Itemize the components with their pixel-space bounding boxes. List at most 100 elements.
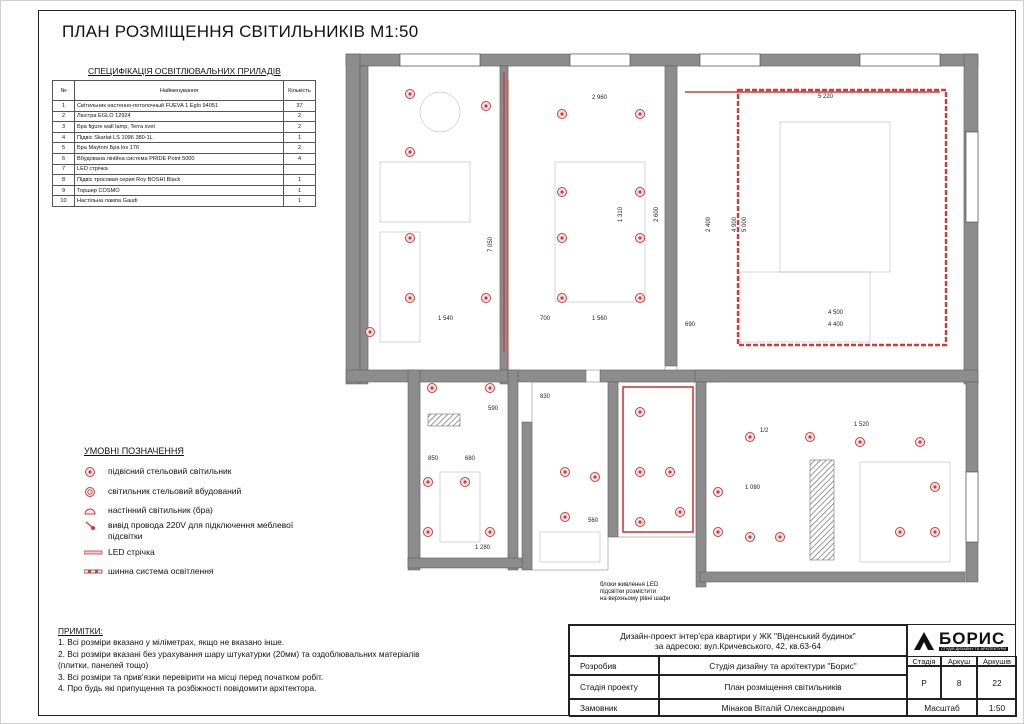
wire-outlet-icon [85,521,95,530]
logo-subtitle: СТУДІЯ ДИЗАЙНУ ТА АРХІТЕКТУРИ [939,646,1008,651]
lamp-center-dot [593,475,597,479]
lamp-center-dot [560,296,564,300]
spec-cell-name: LED стрічка [74,163,284,176]
dimension-label: 2 400 [706,216,712,232]
dimension-label: 7 050 [488,236,494,252]
note-line: 3. Всі розміри та прив'язки перевірити н… [58,671,324,682]
sheet-header: Аркуш [941,656,977,666]
project-line: Дизайн-проект інтер'єра квартири у ЖК "В… [620,630,856,641]
furniture [379,91,951,563]
note-line: на верхньому рівні шафи [600,596,671,602]
client-label: Замовник [569,699,659,717]
rooms [367,65,967,573]
lamp-center-dot [560,190,564,194]
spec-header-name: Найменування [74,80,284,101]
lamp-center-dot [748,435,752,439]
lamp-center-dot [638,190,642,194]
wall-sconce-icon [84,508,96,515]
legend-label: LED стрічка [108,547,155,557]
lamp-center-dot [484,104,488,108]
spec-cell-name: Торшер COSMO [74,184,284,197]
legend-label: світильник стельовий вбудований [108,486,242,496]
spec-cell-name: Підвіс тросовая серия Roy BOSHI Black [74,174,284,186]
sheets-total: 22 [977,666,1017,699]
lamp-center-dot [560,236,564,240]
spec-cell-qty: 2 [283,110,316,123]
spec-title: СПЕЦИФІКАЦІЯ ОСВІТЛЮВАЛЬНИХ ПРИЛАДІВ [88,66,281,76]
lamp-center-dot [778,535,782,539]
spec-cell-number: 4 [52,131,75,144]
sheets-header: Аркушів [977,656,1017,666]
spec-cell-number: 1 [52,100,75,112]
note-line: 1. Всі розміри вказано у міліметрах, якщ… [58,637,285,648]
spec-cell-name: Бра Maytoni Бра los 176 [74,142,284,154]
lamp-center-dot [484,296,488,300]
legend-item-recessed: світильник стельовий вбудований [84,486,241,500]
dimension-label: 2 960 [592,95,608,101]
dimension-label: 590 [488,406,499,412]
spec-cell-qty: 1 [283,184,316,197]
lamp-center-dot [638,236,642,240]
spec-cell-name: Підвіс Skarlat LS 1096 380-1L [74,131,284,144]
legend-item-wire-outlet: вивід провода 220V для підключення мебле… [84,520,324,542]
spec-cell-number: 8 [52,174,75,186]
lamp-center-dot [368,330,372,334]
spec-cell-qty: 1 [283,174,316,186]
spec-cell-number: 9 [52,184,75,197]
spec-cell-name: Бра figure wall lamp, Terra svet [74,121,284,133]
dimension-labels: 2 960 5 220 7 050 1 540 1 560 4 500 4 40… [428,94,870,551]
spec-cell-name: Світильник настенно-потолочный FUEVA 1 E… [74,100,284,112]
recessed-lamp-icon [85,487,95,497]
spec-cell-number: 3 [52,121,75,133]
spec-header-row: № Найменування Кількість [52,80,316,101]
notes-heading: ПРИМІТКИ: [58,626,103,636]
plan-title: ПЛАН РОЗМІЩЕННЯ СВІТИЛЬНИКІВ М1:50 [62,22,419,41]
lamp-center-dot [408,150,412,154]
dimension-label: 1 540 [438,316,454,322]
lamp-center-dot [678,510,682,514]
project-line: за адресою: вул.Кричевського, 42, кв.63-… [654,640,822,651]
lamp-center-dot [898,530,902,534]
lamp-center-dot [408,296,412,300]
lamp-center-dot [488,386,492,390]
spec-cell-number: 6 [52,152,75,165]
dimension-label: 2 600 [654,206,660,222]
lamp-center-dot [488,530,492,534]
legend-label: вивід провода 220V для підключення мебле… [108,520,294,541]
spec-cell-name: Вбудована лінійна система PRIDE Point 50… [74,152,284,165]
studio-logo: БОРИС СТУДІЯ ДИЗАЙНУ ТА АРХІТЕКТУРИ [907,625,1017,656]
legend-label: шинна система освітлення [108,566,214,576]
drawing-frame [38,10,1016,716]
sheet-number: 8 [941,666,977,699]
dimension-label: 1 310 [618,206,624,222]
legend-label: підвісний стельовий світильник [108,466,232,476]
spec-cell-qty: 2 [283,142,316,154]
lamp-center-dot [918,440,922,444]
lamp-center-dot [408,236,412,240]
dimension-label: 560 [588,518,599,524]
spec-cell-qty [283,163,316,176]
stage-header: Стадія [907,656,941,666]
note-line: 4. Про будь які припущення та розбіжност… [58,683,317,694]
lamp-center-dot [933,485,937,489]
scale-value: 1:50 [977,699,1017,717]
legend-title: УМОВНІ ПОЗНАЧЕННЯ [84,446,184,456]
client-value: Мінаков Віталій Олександрович [659,699,907,717]
dimension-label: 700 [540,316,551,322]
dimension-label: 830 [540,394,551,400]
lamp-center-dot [426,480,430,484]
lamp-center-dot [638,296,642,300]
lamp-center-dot [716,530,720,534]
spec-cell-number: 2 [52,110,75,123]
lamp-center-dot [933,530,937,534]
legend-label: настінний світильник (бра) [108,505,213,515]
spec-cell-qty: 1 [283,195,316,207]
